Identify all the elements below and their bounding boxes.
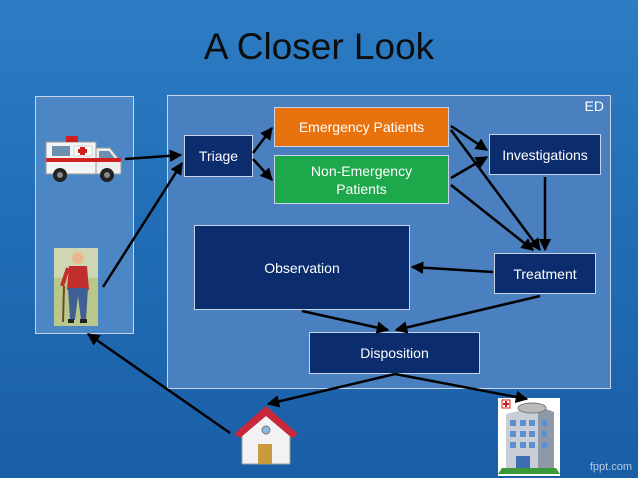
arrow-observation-to-disposition — [301, 309, 390, 334]
arrow-treatment-to-observation — [410, 261, 494, 274]
arrow-nonemergency-to-treatment — [450, 184, 534, 251]
watermark: fppt.com — [589, 461, 632, 473]
arrow-nonemergency-to-investigations — [450, 155, 489, 180]
investigations-box: Investigations — [489, 134, 601, 175]
arrow-house-to-arrival — [86, 332, 231, 435]
arrow-emergency-to-investigations — [450, 124, 489, 152]
elderly-man-icon — [54, 248, 98, 326]
arrow-emergency-to-treatment — [449, 129, 542, 252]
hospital-icon — [498, 398, 560, 476]
non-emergency-patients-box: Non-Emergency Patients — [274, 155, 449, 204]
arrow-man-to-triage — [101, 161, 184, 288]
treatment-box: Treatment — [494, 253, 596, 294]
arrow-ambulance-to-triage — [124, 149, 183, 163]
slide-title: A Closer Look — [203, 26, 435, 67]
ambulance-icon — [45, 136, 122, 182]
arrow-triage-to-emergency — [252, 127, 273, 154]
house-icon — [234, 406, 298, 465]
arrow-triage-to-nonemergency — [252, 158, 273, 181]
emergency-patients-box: Emergency Patients — [274, 107, 449, 147]
observation-box: Observation — [194, 225, 410, 310]
arrow-disposition-to-hospital — [394, 372, 529, 404]
ed-label: ED — [584, 98, 604, 114]
arrow-disposition-to-house — [266, 372, 396, 408]
arrow-treatment-to-disposition — [394, 294, 541, 334]
triage-box: Triage — [184, 135, 253, 177]
